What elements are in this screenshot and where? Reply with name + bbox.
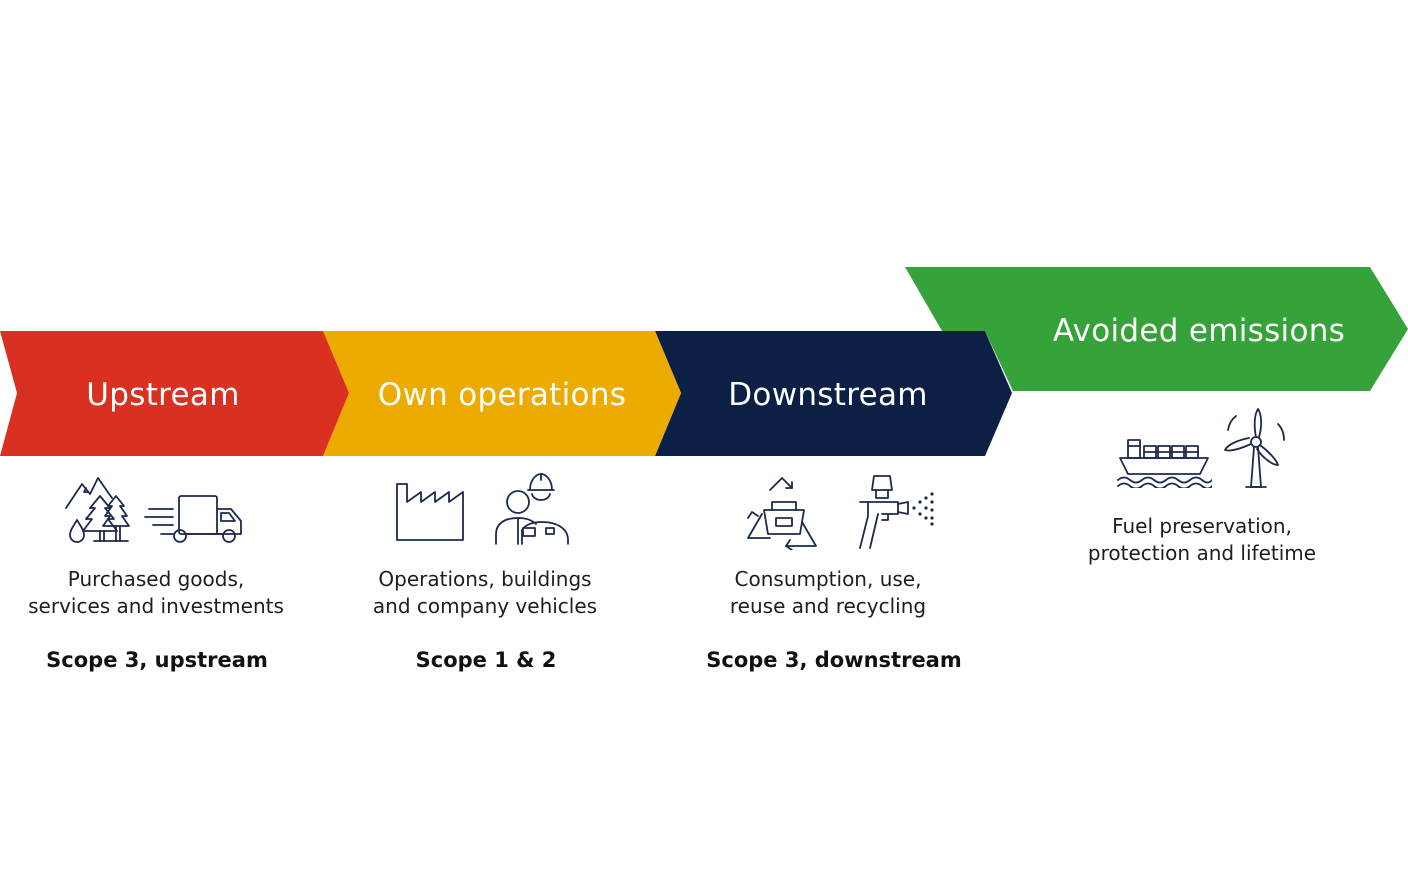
avoided-emissions-title: Avoided emissions xyxy=(1052,313,1346,349)
own-operations-chevron xyxy=(323,331,681,456)
avoided-emissions-description: Fuel preservation, protection and lifeti… xyxy=(1088,513,1316,567)
own-operations-description-line-2: and company vehicles xyxy=(372,594,598,618)
own-operations-scope: Scope 1 & 2 xyxy=(415,648,557,672)
avoided-description-line-1: Fuel preservation, xyxy=(1112,514,1292,538)
avoided-emissions-chevron xyxy=(905,267,1408,391)
upstream-title: Upstream xyxy=(86,377,240,413)
downstream-description-line-2: reuse and recycling xyxy=(729,594,927,618)
downstream-description: Consumption, use, reuse and recycling xyxy=(730,566,926,620)
downstream-scope: Scope 3, downstream xyxy=(706,648,962,672)
own-operations-description-line-1: Operations, buildings xyxy=(378,567,592,591)
downstream-description-line-1: Consumption, use, xyxy=(734,567,922,591)
forest-icon xyxy=(64,474,136,546)
delivery-truck-icon xyxy=(143,493,245,545)
own-operations-description: Operations, buildings and company vehicl… xyxy=(373,566,597,620)
upstream-description: Purchased goods, services and investment… xyxy=(28,566,284,620)
factory-icon xyxy=(394,481,476,547)
recycling-icon xyxy=(742,474,824,550)
downstream-title: Downstream xyxy=(728,377,928,413)
upstream-description-line-2: services and investments xyxy=(28,594,284,618)
wind-turbine-icon xyxy=(1220,406,1290,490)
spray-gun-icon xyxy=(854,470,936,550)
upstream-scope: Scope 3, upstream xyxy=(46,648,268,672)
cargo-ship-icon xyxy=(1116,430,1212,488)
upstream-description-line-1: Purchased goods, xyxy=(67,567,245,591)
worker-icon xyxy=(492,470,572,546)
downstream-chevron xyxy=(655,331,1012,456)
upstream-chevron xyxy=(0,331,349,456)
avoided-description-line-2: protection and lifetime xyxy=(1087,541,1317,565)
own-operations-title: Own operations xyxy=(377,377,627,413)
